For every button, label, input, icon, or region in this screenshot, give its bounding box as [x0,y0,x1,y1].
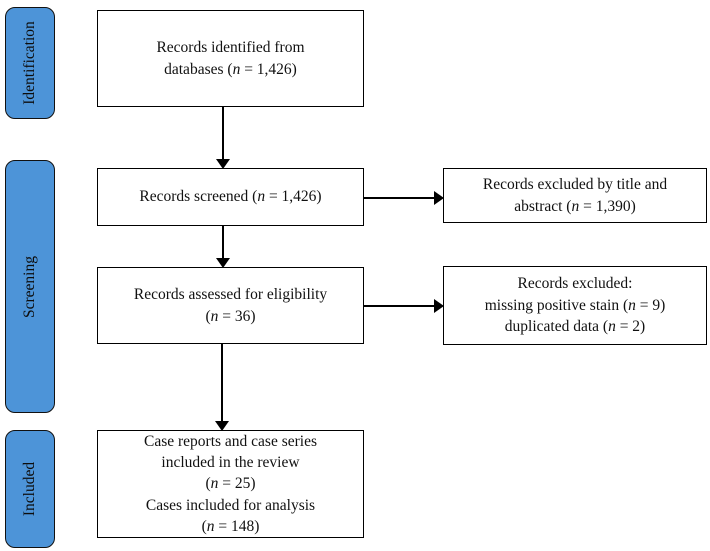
arrow-shaft [221,344,223,422]
box-excluded-eligibility: Records excluded:missing positive stain … [443,266,707,345]
arrow-identified-to-screened [216,107,230,169]
arrow-assessed-to-included [215,344,229,431]
arrow-head-icon [434,191,444,205]
arrow-head-icon [216,258,230,268]
stage-screening-label: Screening [21,255,39,318]
arrow-shaft [222,226,224,259]
box-excluded-eligibility-text: Records excluded:missing positive stain … [484,275,666,336]
arrow-head-icon [216,159,230,169]
arrow-head-icon [434,299,444,313]
box-records-screened: Records screened (n = 1,426) [97,168,364,226]
box-records-assessed-text: Records assessed for eligibility(n = 36) [133,286,328,325]
arrow-head-icon [215,421,229,431]
stage-identification: Identification [5,7,55,119]
stage-included: Included [5,430,55,548]
box-records-screened-text: Records screened (n = 1,426) [139,188,322,206]
arrow-shaft [222,107,224,160]
arrow-assessed-to-excluded [364,299,444,313]
arrow-shaft [364,197,435,199]
arrow-screened-to-assessed [216,226,230,268]
box-records-assessed: Records assessed for eligibility(n = 36) [97,267,364,344]
stage-included-label: Included [21,461,39,517]
stage-identification-label: Identification [21,21,38,105]
stage-screening: Screening [5,160,55,413]
arrow-shaft [364,305,435,307]
arrow-screened-to-excluded [364,191,444,205]
